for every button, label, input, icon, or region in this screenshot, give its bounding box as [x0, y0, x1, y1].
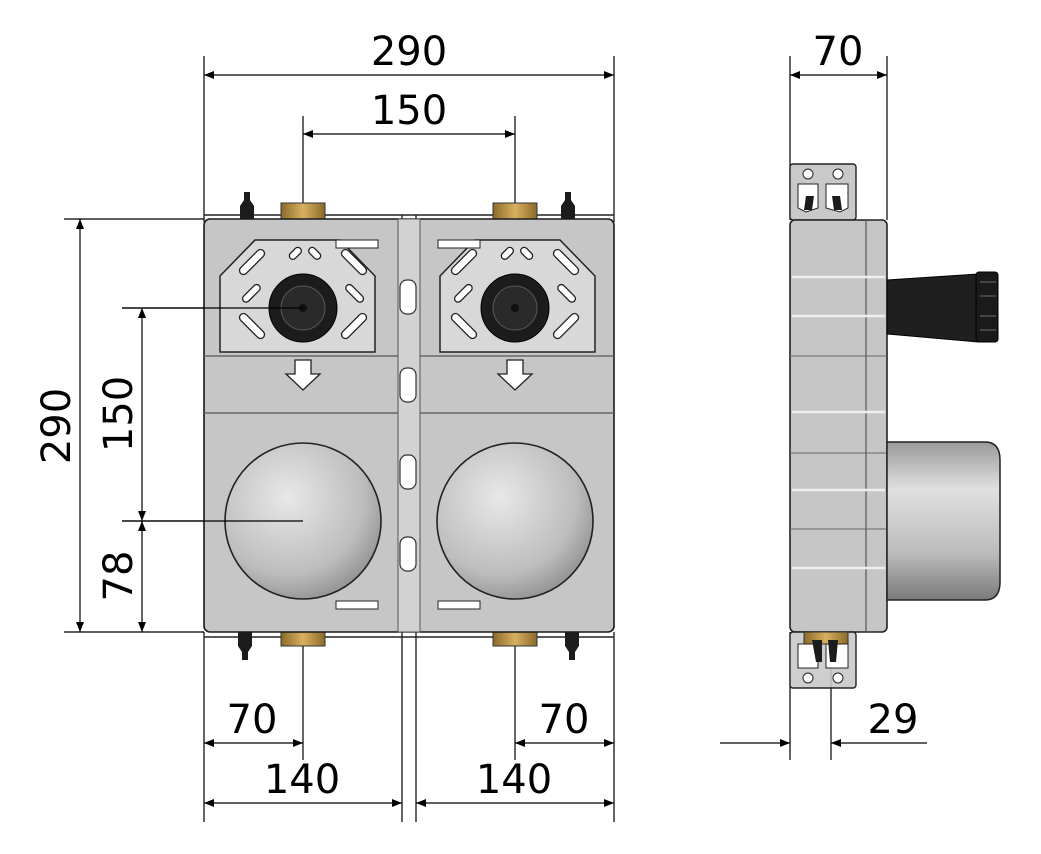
- dim-side-depth: 70: [813, 29, 864, 75]
- slot-3: [399, 454, 417, 490]
- front-dimension-labels: 290 150 290 150 78 70 70 140 140: [34, 29, 589, 803]
- dim-left-offset: 70: [227, 697, 278, 743]
- center-channel: [397, 218, 421, 633]
- valve-plate-right: [437, 239, 596, 391]
- slot-1: [399, 279, 417, 315]
- dim-connection-spacing: 150: [371, 88, 447, 134]
- dim-side-bottom-offset: 29: [868, 697, 919, 743]
- side-body: [789, 219, 888, 633]
- side-cap: [886, 441, 1001, 601]
- slot-2: [399, 367, 417, 403]
- dim-overall-width: 290: [371, 29, 447, 75]
- side-dimension-lines: [720, 71, 927, 747]
- front-dimension-lines: [76, 71, 614, 807]
- dim-bottom-offset: 78: [96, 551, 142, 602]
- clip-bottom-right: [565, 632, 579, 660]
- side-valve-knob: [886, 271, 999, 343]
- clip-bottom-left: [238, 632, 252, 660]
- dim-vertical-spacing: 150: [96, 376, 142, 452]
- cap-right: [436, 442, 594, 600]
- clip-top-left: [240, 192, 254, 219]
- side-dimension-labels: 70 29: [813, 29, 919, 743]
- side-view: 70 29: [720, 29, 1001, 760]
- front-view: 290 150 290 150 78 70 70 140 140: [34, 29, 615, 822]
- arrow-down-icon: [284, 359, 322, 391]
- clip-top-right: [561, 192, 575, 219]
- bottom-connectors: [238, 631, 579, 660]
- mounting-frame: [204, 214, 614, 638]
- brass-connector-bottom-right: [492, 631, 538, 647]
- dim-left-half-width: 140: [264, 757, 340, 803]
- dim-right-half-width: 140: [476, 757, 552, 803]
- dim-right-offset: 70: [539, 697, 590, 743]
- slot-4: [399, 536, 417, 572]
- top-connectors: [240, 192, 575, 222]
- arrow-down-icon: [496, 359, 534, 391]
- side-bracket-top: [789, 163, 857, 221]
- side-bracket-bottom: [789, 631, 857, 689]
- dim-overall-height: 290: [34, 388, 80, 464]
- brass-connector-bottom-left: [280, 631, 326, 647]
